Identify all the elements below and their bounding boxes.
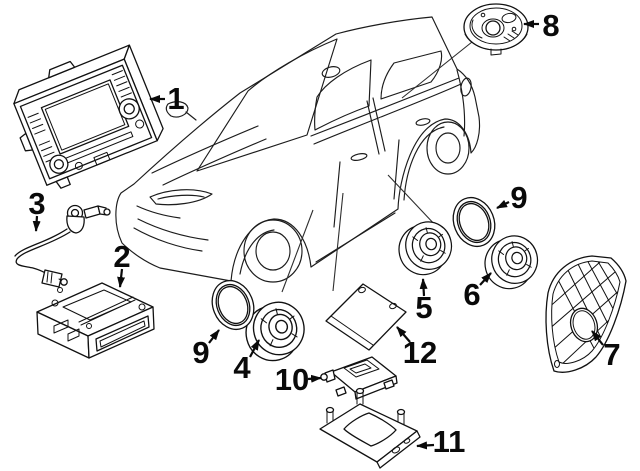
leader-lines-layer <box>281 41 473 293</box>
callout-7: 7 <box>591 330 621 372</box>
radio-head-unit <box>13 44 164 189</box>
amplifier-unit <box>36 282 155 359</box>
callout-arrow <box>496 199 510 209</box>
control-module <box>320 356 398 400</box>
rear-wheel <box>426 121 470 175</box>
radio-screen <box>40 79 130 155</box>
callout-number: 10 <box>275 362 309 397</box>
antenna-cable <box>14 204 111 288</box>
callout-4: 4 <box>233 339 260 385</box>
callout-1: 1 <box>149 81 185 116</box>
callout-11: 11 <box>416 424 466 459</box>
callout-arrow <box>396 326 411 343</box>
radio-left-buttons <box>27 112 57 163</box>
callout-number: 11 <box>433 424 466 459</box>
callout-arrow <box>479 272 492 286</box>
leader-line <box>332 192 344 292</box>
radio-right-buttons <box>111 70 132 98</box>
callout-arrow <box>117 268 126 288</box>
callout-arrow <box>419 278 428 297</box>
callout-3: 3 <box>28 186 46 232</box>
callout-arrow <box>591 330 604 346</box>
callout-number: 5 <box>415 290 432 325</box>
callout-number: 3 <box>28 186 45 221</box>
leader-line <box>387 174 438 228</box>
callout-arrow <box>249 339 260 358</box>
callout-number: 7 <box>603 337 620 372</box>
far-side-mirror <box>321 66 341 78</box>
callout-5: 5 <box>415 278 433 325</box>
callout-arrow <box>208 329 220 344</box>
callout-number: 4 <box>233 350 251 385</box>
headlight <box>149 189 213 206</box>
speaker-trim-ring-rear <box>445 190 503 254</box>
leader-line <box>401 41 473 99</box>
callout-arrow <box>32 215 41 232</box>
rear-door-handle <box>415 118 431 126</box>
callout-9: 9 <box>496 180 528 215</box>
rear-door-speaker <box>392 216 459 281</box>
windshield <box>196 38 338 172</box>
front-wheel <box>243 219 303 283</box>
callout-12: 12 <box>396 326 437 370</box>
callout-number: 8 <box>542 8 559 43</box>
amplifier-disc-slot <box>95 315 150 352</box>
front-door-handle <box>350 153 368 161</box>
callout-10: 10 <box>275 362 322 397</box>
front-door-window <box>314 59 372 131</box>
callout-9: 9 <box>192 329 220 370</box>
callout-arrow <box>416 441 435 450</box>
callout-number: 6 <box>463 277 480 312</box>
callout-number: 1 <box>167 81 184 116</box>
speaker-grille-panel <box>545 255 627 373</box>
callout-number: 9 <box>510 180 527 215</box>
dash-tweeter-speaker <box>463 3 529 56</box>
callout-arrow <box>307 374 322 383</box>
radio-left-knob <box>49 154 69 174</box>
callout-number: 9 <box>192 335 209 370</box>
callout-8: 8 <box>523 8 560 43</box>
radio-right-knob <box>118 98 140 120</box>
vehicle-outline <box>115 16 481 283</box>
callout-number: 2 <box>113 239 130 274</box>
side-mirror <box>165 101 197 121</box>
module-cover <box>325 283 407 351</box>
callout-6: 6 <box>463 272 492 312</box>
leader-line <box>281 209 314 293</box>
callout-number: 12 <box>403 335 437 370</box>
module-mounting-bracket <box>319 387 421 469</box>
callout-2: 2 <box>113 239 131 288</box>
rear-quarter-window <box>380 50 443 100</box>
antenna-plug <box>41 269 63 288</box>
